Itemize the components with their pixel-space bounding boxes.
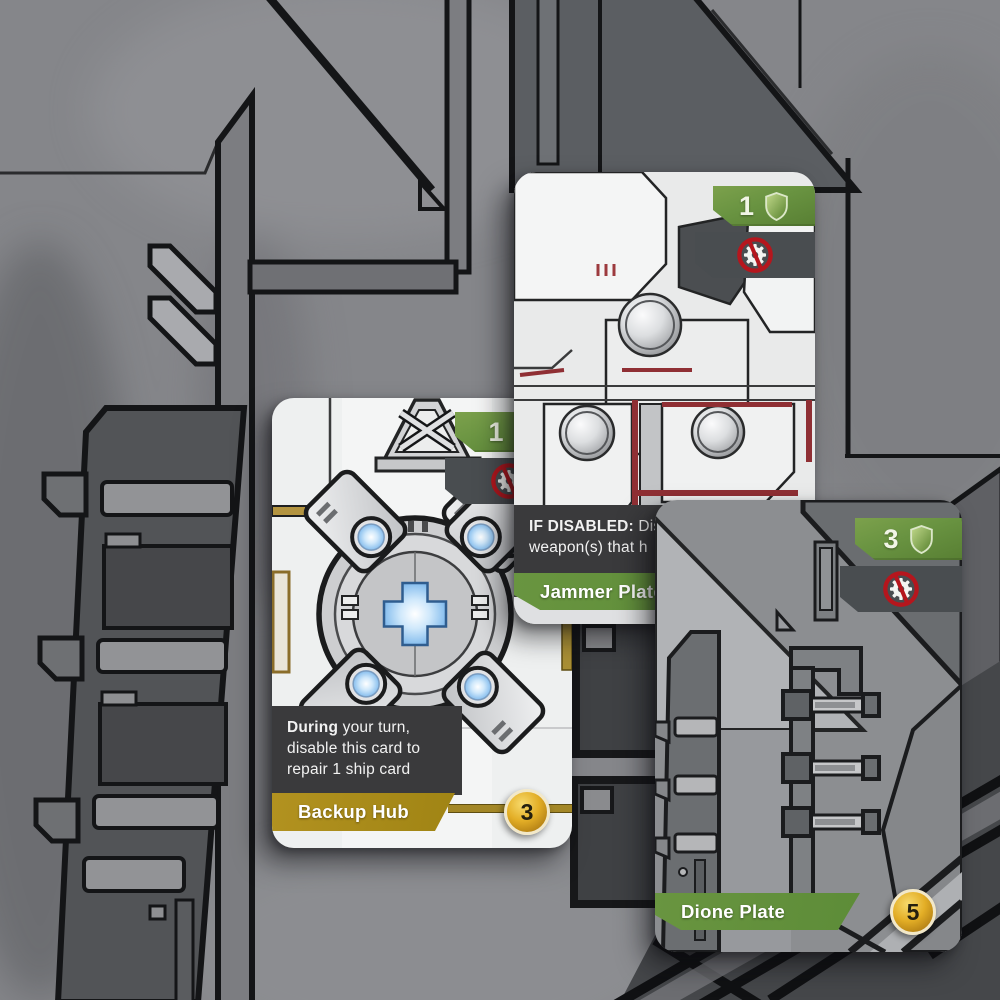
shield-value: 3 [883,523,900,554]
shield-badge: 3 [855,518,962,560]
shield-value: 1 [738,190,756,221]
card-name-bar: Backup Hub [272,793,455,831]
shield-badge: 1 [713,186,815,226]
cost-badge: 3 [504,789,550,835]
card-dione-plate[interactable]: 3 [655,500,962,952]
card-backup-hub[interactable]: 1 [272,398,572,848]
card-name: Backup Hub [298,801,409,822]
card-name-bar: Dione Plate [655,893,860,930]
no-repair-badge [695,232,815,278]
shield-icon [909,525,934,554]
cost-badge: 5 [890,889,936,935]
card-name: Jammer Plate [540,580,664,602]
shield-value: 1 [488,416,505,447]
no-repair-icon [736,236,774,274]
no-repair-icon [882,570,920,608]
ability-text: During your turn, disable this card to r… [272,706,462,795]
shield-icon [764,192,789,221]
no-repair-badge [840,566,962,612]
card-name: Dione Plate [681,900,786,922]
